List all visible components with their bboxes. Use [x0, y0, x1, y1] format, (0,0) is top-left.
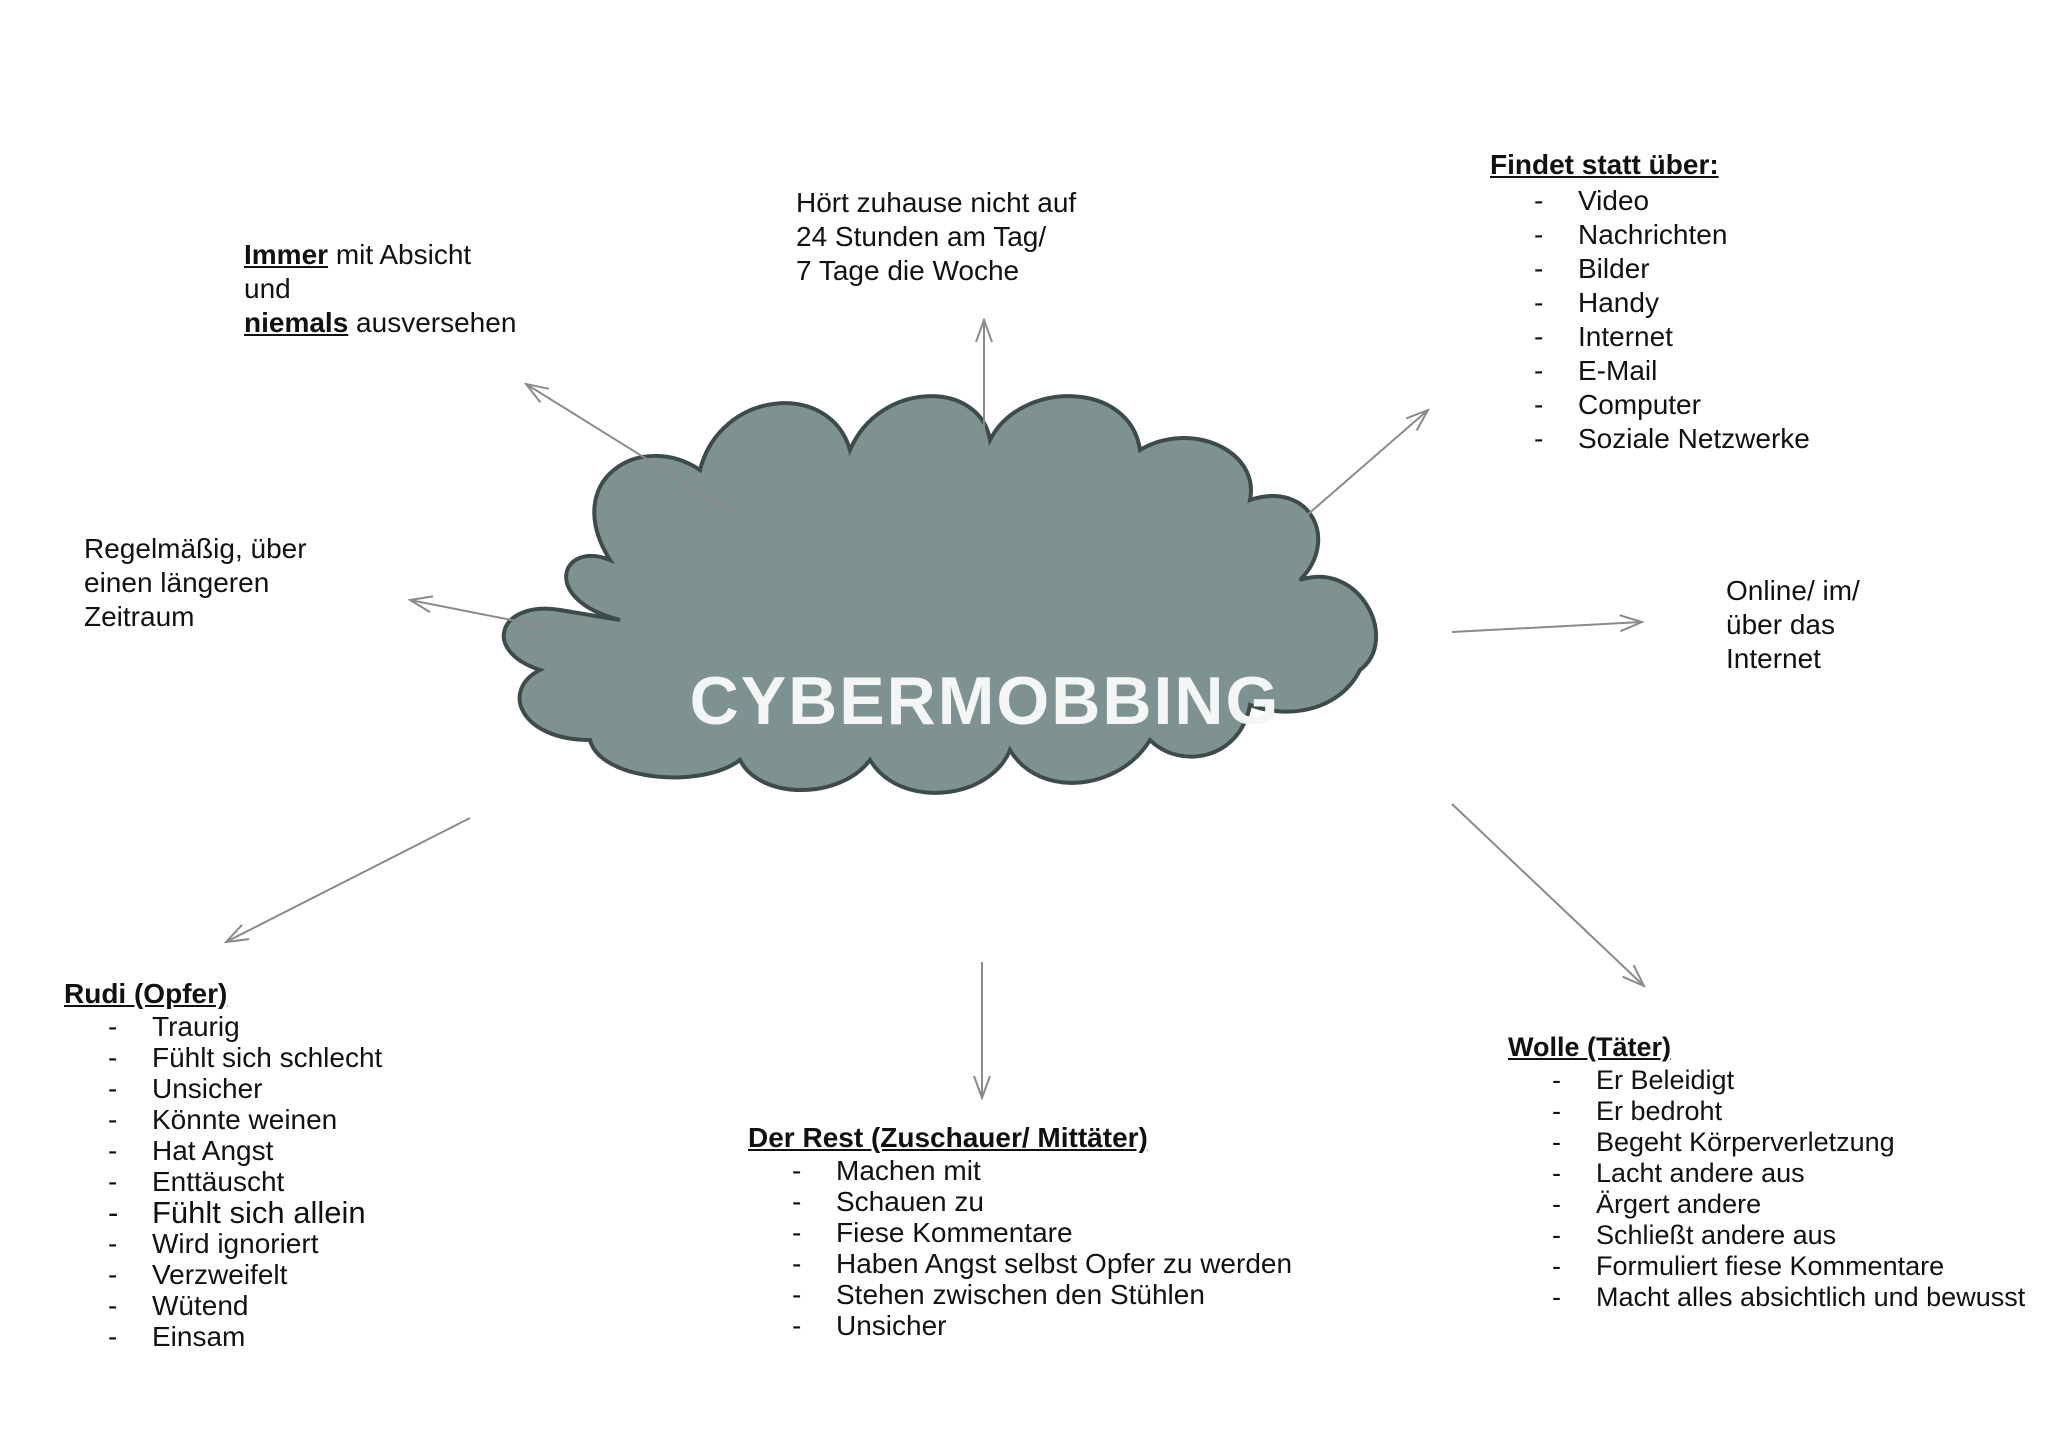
list-item: E-Mail [1490, 354, 1810, 388]
absicht-word-immer: Immer [244, 239, 329, 270]
rudi-list: Traurig Fühlt sich schlecht Unsicher Kön… [64, 1011, 382, 1352]
node-absicht: Immer mit Absicht und niemals ausversehe… [244, 238, 516, 340]
absicht-text-1: mit Absicht [328, 239, 472, 270]
cloud-shape: CYBERMOBBING [501, 394, 1379, 795]
list-item: Er bedroht [1508, 1096, 2025, 1127]
absicht-line-2: und [244, 273, 291, 304]
list-item: Traurig [64, 1011, 382, 1042]
list-item: Hat Angst [64, 1135, 382, 1166]
absicht-text-3: ausversehen [348, 307, 517, 338]
list-item: Soziale Netzwerke [1490, 422, 1810, 456]
list-item: Fühlt sich allein [64, 1197, 382, 1228]
cloud-label: CYBERMOBBING [690, 663, 1281, 739]
rest-title: Der Rest (Zuschauer/ Mittäter) [748, 1122, 1148, 1153]
arrow-to-absicht [526, 384, 749, 523]
zuhause-line: 7 Tage die Woche [796, 255, 1020, 286]
list-item: Er Beleidigt [1508, 1065, 2025, 1096]
list-item: Könnte weinen [64, 1104, 382, 1135]
node-rudi: Rudi (Opfer) Traurig Fühlt sich schlecht… [64, 978, 382, 1352]
list-item: Video [1490, 184, 1810, 218]
online-line: Internet [1726, 643, 1821, 674]
arrow-to-online [1451, 622, 1642, 633]
node-regelmaessig: Regelmäßig, über einen längeren Zeitraum [84, 532, 307, 634]
list-item: Handy [1490, 286, 1810, 320]
absicht-word-niemals: niemals [244, 307, 349, 338]
list-item: Internet [1490, 320, 1810, 354]
list-item: Stehen zwischen den Stühlen [748, 1279, 1292, 1310]
list-item: Macht alles absichtlich und bewusst [1508, 1282, 2025, 1313]
list-item: Ärgert andere [1508, 1189, 2025, 1220]
list-item: Wütend [64, 1290, 382, 1321]
rudi-title: Rudi (Opfer) [64, 978, 228, 1009]
zuhause-line: 24 Stunden am Tag/ [796, 221, 1047, 252]
rest-list: Machen mit Schauen zu Fiese Kommentare H… [748, 1155, 1292, 1341]
arrows [226, 320, 1644, 1098]
list-item: Haben Angst selbst Opfer zu werden [748, 1248, 1292, 1279]
list-item: Bilder [1490, 252, 1810, 286]
list-item: Fühlt sich schlecht [64, 1042, 382, 1073]
online-line: über das [1726, 609, 1835, 640]
arrow-to-rudi [226, 817, 471, 942]
findet-list: Video Nachrichten Bilder Handy Internet … [1490, 184, 1810, 456]
list-item: Unsicher [748, 1310, 1292, 1341]
list-item: Unsicher [64, 1073, 382, 1104]
list-item: Formuliert fiese Kommentare [1508, 1251, 2025, 1282]
list-item: Fiese Kommentare [748, 1217, 1292, 1248]
online-line: Online/ im/ [1726, 575, 1860, 606]
list-item: Machen mit [748, 1155, 1292, 1186]
list-item: Nachrichten [1490, 218, 1810, 252]
list-item: Wird ignoriert [64, 1228, 382, 1259]
node-findet: Findet statt über: Video Nachrichten Bil… [1490, 148, 1810, 456]
node-wolle: Wolle (Täter) Er Beleidigt Er bedroht Be… [1508, 1032, 2025, 1313]
list-item: Schließt andere aus [1508, 1220, 2025, 1251]
list-item: Einsam [64, 1321, 382, 1352]
list-item: Schauen zu [748, 1186, 1292, 1217]
regelmaessig-line: Zeitraum [84, 601, 195, 632]
absicht-line-3: niemals ausversehen [244, 306, 516, 340]
zuhause-line: Hört zuhause nicht auf [796, 187, 1077, 218]
findet-title: Findet statt über: [1490, 149, 1719, 180]
node-rest: Der Rest (Zuschauer/ Mittäter) Machen mi… [748, 1122, 1292, 1341]
list-item: Computer [1490, 388, 1810, 422]
regelmaessig-line: Regelmäßig, über [84, 533, 307, 564]
wolle-list: Er Beleidigt Er bedroht Begeht Körperver… [1508, 1065, 2025, 1313]
list-item: Verzweifelt [64, 1259, 382, 1290]
absicht-line-1: Immer mit Absicht [244, 238, 516, 272]
list-item: Lacht andere aus [1508, 1158, 2025, 1189]
arrow-to-wolle [1451, 803, 1644, 986]
wolle-title: Wolle (Täter) [1508, 1032, 1672, 1062]
node-online: Online/ im/ über das Internet [1726, 574, 1860, 676]
list-item: Enttäuscht [64, 1166, 382, 1197]
arrow-to-findet [1305, 410, 1428, 517]
node-zuhause: Hört zuhause nicht auf 24 Stunden am Tag… [796, 186, 1076, 288]
regelmaessig-line: einen längeren [84, 567, 270, 598]
arrow-to-regelmaessig [410, 600, 553, 629]
list-item: Begeht Körperverletzung [1508, 1127, 2025, 1158]
